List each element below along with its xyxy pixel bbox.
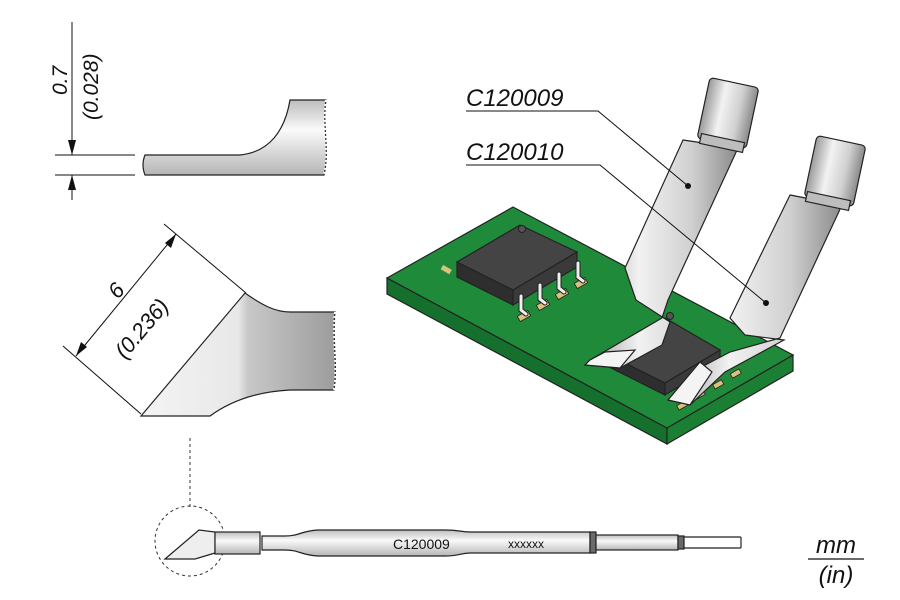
tip-marking: xxxxxx: [508, 537, 544, 551]
unit-primary: mm: [816, 532, 856, 559]
side-profile-view: 0.7 (0.028): [49, 22, 328, 200]
tip-sleeve: [214, 531, 261, 555]
leader-line: [466, 110, 689, 187]
callout-c120010: C120010: [466, 139, 769, 306]
leader-dot: [763, 300, 769, 306]
blade-top-view: 6 (0.236): [62, 223, 337, 508]
thickness-in-label: (0.028): [80, 53, 103, 120]
full-tip-drawing: C120009 xxxxxx: [154, 505, 742, 577]
tip-shaft: [595, 534, 679, 551]
tip-ring: [677, 535, 685, 550]
width-mm-label: 6: [103, 277, 131, 303]
tip-part-number: C120009: [393, 536, 450, 552]
arrow-icon: [76, 342, 87, 356]
tip-pin: [683, 536, 742, 549]
callout-c120009: C120009: [466, 85, 691, 189]
width-in-label: (0.236): [110, 294, 174, 363]
pcb-illustration: [385, 77, 866, 446]
arrow-down-icon: [68, 140, 76, 155]
dimension-line: [75, 233, 177, 357]
leader-dot: [685, 183, 691, 189]
arrow-up-icon: [68, 175, 76, 190]
callout-label-c120010: C120010: [466, 139, 564, 166]
tip-c120010: [666, 135, 866, 406]
arrow-icon: [165, 234, 176, 248]
callout-label-c120009: C120009: [466, 85, 563, 112]
unit-secondary: (in): [819, 562, 854, 589]
units-legend: mm (in): [808, 532, 864, 589]
ic-chip-1: [440, 224, 589, 323]
tip-blade: [163, 529, 216, 560]
break-line: [323, 99, 328, 176]
tip-ring: [589, 531, 597, 554]
leader-line: [466, 164, 767, 304]
extension-line: [62, 345, 142, 415]
tip-c120009: [583, 77, 759, 369]
tip-profile: [142, 99, 327, 176]
break-line: [333, 311, 337, 391]
thickness-mm-label: 0.7: [49, 64, 72, 95]
extension-line: [163, 223, 247, 294]
